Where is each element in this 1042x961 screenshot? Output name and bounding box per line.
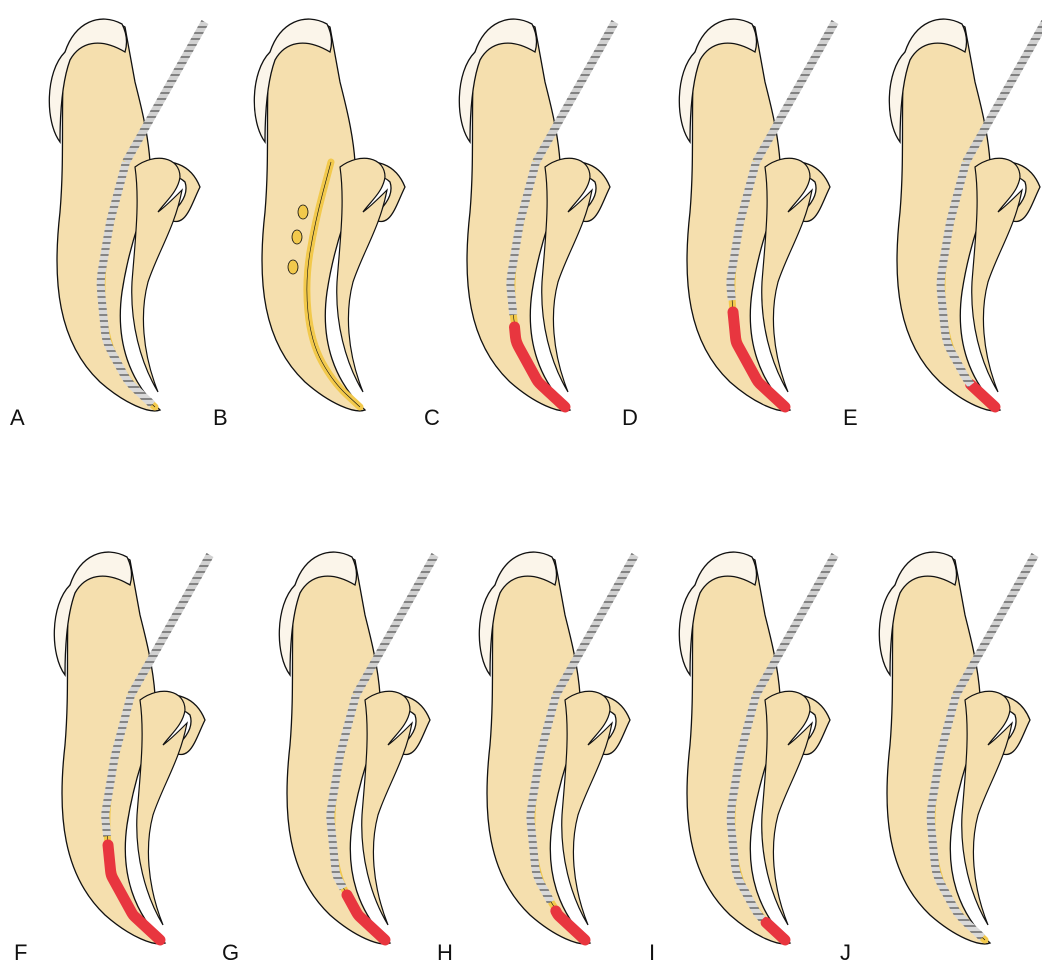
- tooth-second-root: [137, 691, 187, 925]
- tooth-second-root: [132, 158, 182, 392]
- panel-J: [879, 552, 1035, 944]
- panel-I: [679, 552, 835, 944]
- tooth-second-root: [762, 691, 812, 925]
- panel-B: [254, 19, 405, 411]
- tooth-second-root: [337, 158, 387, 392]
- tooth-root: [57, 22, 200, 411]
- panel-F: [54, 552, 210, 944]
- tooth-root: [487, 555, 630, 944]
- tooth-root: [467, 22, 610, 411]
- panel-label-F: F: [14, 940, 27, 961]
- canal-deposit: [292, 230, 302, 244]
- tooth-root: [687, 555, 830, 944]
- panel-label-H: H: [437, 940, 453, 961]
- panel-G: [279, 552, 435, 944]
- panel-label-C: C: [424, 405, 440, 430]
- panel-label-G: G: [222, 940, 239, 961]
- panel-A: [49, 19, 205, 411]
- tooth-second-root: [972, 158, 1022, 392]
- tooth-root: [287, 555, 430, 944]
- tooth-second-root: [542, 158, 592, 392]
- tooth-root: [897, 22, 1040, 411]
- panel-label-A: A: [10, 405, 25, 430]
- panel-D: [679, 19, 835, 411]
- tooth-second-root: [562, 691, 612, 925]
- panel-label-D: D: [622, 405, 638, 430]
- tooth-second-root: [762, 158, 812, 392]
- panel-C: [459, 19, 615, 411]
- tooth-root: [262, 22, 405, 411]
- canal-deposit: [288, 260, 298, 274]
- panel-H: [479, 552, 635, 944]
- panel-E: [889, 19, 1042, 411]
- tooth-second-root: [362, 691, 412, 925]
- tooth-root: [887, 555, 1030, 944]
- panel-label-B: B: [213, 405, 228, 430]
- panel-label-E: E: [843, 405, 858, 430]
- panel-label-J: J: [840, 940, 851, 961]
- tooth-second-root: [962, 691, 1012, 925]
- panel-label-I: I: [649, 940, 655, 961]
- tooth-root: [687, 22, 830, 411]
- canal-deposit: [298, 205, 308, 219]
- tooth-root: [62, 555, 205, 944]
